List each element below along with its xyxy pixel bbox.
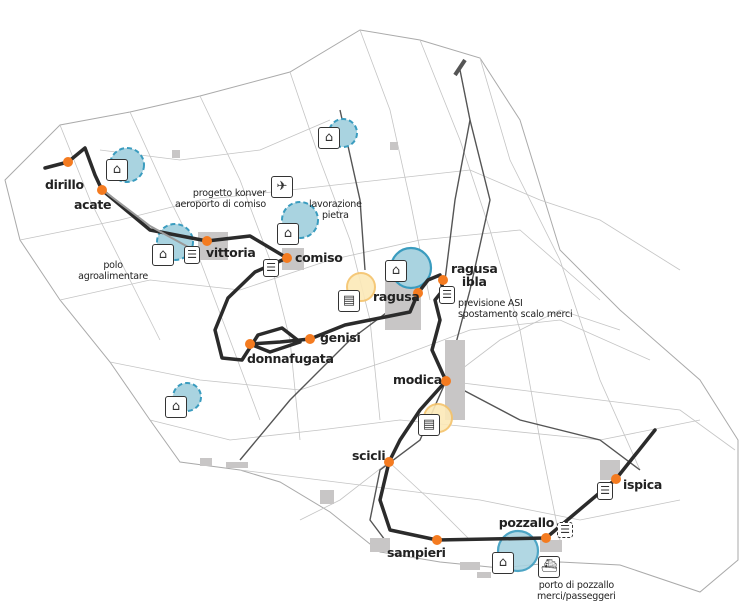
station-acate [97,185,107,195]
label-sampieri: sampieri [387,545,446,560]
note-line: previsione ASI [458,298,523,309]
factory-icon: ⌂ [165,396,187,418]
note-line: progetto konver [192,188,266,199]
label-ragusa-ibla-line2: ibla [461,274,487,289]
suitcase-icon: ▤ [418,414,440,436]
label-acate: acate [74,197,112,212]
note-line: polo [103,260,123,271]
train-station-icon: ☰ [184,246,200,264]
stations [63,157,621,545]
province-outline [4,29,739,593]
station-scicli [384,457,394,467]
station-ispica [611,474,621,484]
factory-icon: ⌂ [492,552,514,574]
label-ragusa-ibla: ragusa ibla [451,262,498,288]
train-station-icon: ☰ [439,286,455,304]
note-line: lavorazione [309,199,362,210]
note-lavorazione-pietra: lavorazione pietra [309,199,362,221]
label-ragusa: ragusa [373,289,420,304]
factory-icon: ⌂ [277,223,299,245]
station-comiso [282,253,292,263]
label-comiso: comiso [295,250,343,265]
label-dirillo: dirillo [45,177,84,192]
train-station-icon: ☰ [597,482,613,500]
label-vittoria: vittoria [206,245,256,260]
note-line: agroalimentare [78,271,148,282]
note-line: porto di pozzallo [538,580,615,591]
note-line: merci/passeggeri [537,591,616,602]
note-previsione-asi: previsione ASI spostamento scalo merci [458,298,573,320]
station-ragusa-ibla [438,275,448,285]
planned-train-station-icon: ☰ [557,522,573,538]
station-genisi [305,334,315,344]
label-ragusa-ibla-line1: ragusa [451,261,498,276]
station-modica [441,376,451,386]
station-vittoria [202,236,212,246]
label-scicli: scicli [352,448,386,463]
suitcase-icon: ▤ [338,290,360,312]
note-aeroporto: progetto konver aeroporto di comiso [175,188,266,210]
station-ragusa [413,288,423,298]
note-line: aeroporto di comiso [174,199,266,210]
note-line: spostamento scalo merci [458,309,573,320]
airplane-icon: ✈ [271,176,293,198]
train-station-icon: ☰ [263,259,279,277]
factory-icon: ⌂ [152,244,174,266]
factory-icon: ⌂ [106,159,128,181]
note-line: pietra [321,210,349,221]
label-donnafugata: donnafugata [247,351,334,366]
factory-icon: ⌂ [318,127,340,149]
ship-icon: ⛴ [538,556,560,578]
label-ispica: ispica [623,477,663,492]
station-sampieri [432,535,442,545]
label-genisi: genisi [320,330,361,345]
note-porto-pozzallo: porto di pozzallo merci/passeggeri [537,580,616,602]
station-donnafugata [245,339,255,349]
label-pozzallo: pozzallo [498,515,555,530]
station-pozzallo [541,533,551,543]
label-modica: modica [393,372,442,387]
urban-areas [172,142,620,578]
note-polo-agroalimentare: polo agroalimentare [78,260,148,282]
station-dirillo [63,157,73,167]
factory-icon: ⌂ [385,260,407,282]
